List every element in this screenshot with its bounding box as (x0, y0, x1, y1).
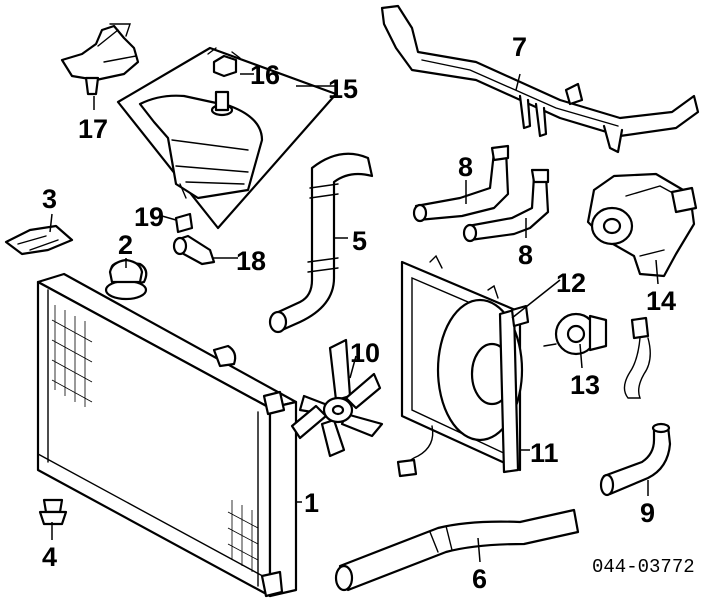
water-bypass-pipe (380, 4, 700, 154)
fan-motor-plug (510, 304, 530, 328)
hose-clip (174, 212, 194, 234)
callout-14: 14 (646, 286, 676, 316)
bypass-hose-upper (412, 144, 510, 223)
callout-5: 5 (352, 226, 367, 256)
reservoir-cap (207, 47, 241, 78)
thermo-switch (543, 312, 651, 399)
callout-4: 4 (42, 542, 57, 572)
overflow-hose (172, 234, 216, 266)
callout-11: 11 (530, 438, 559, 468)
callout-3: 3 (42, 184, 57, 214)
callout-16: 16 (250, 60, 280, 90)
callout-7: 7 (512, 32, 527, 62)
callout-2: 2 (118, 230, 133, 260)
radiator-cap (104, 258, 148, 301)
callout-15: 15 (328, 74, 358, 104)
callout-8-lower: 8 (518, 240, 533, 270)
radiator (36, 260, 298, 598)
mounting-cushion (38, 498, 68, 526)
upper-radiator-hose (268, 152, 374, 334)
callout-8-upper: 8 (458, 152, 473, 182)
callout-10: 10 (350, 338, 380, 368)
fan-shroud (396, 254, 524, 478)
cooling-fan (290, 338, 384, 458)
callout-18: 18 (236, 246, 266, 276)
reservoir-bracket (60, 23, 140, 96)
reservoir-tank (116, 46, 338, 230)
leader-lines (49, 73, 659, 563)
lower-radiator-hose (334, 508, 580, 592)
callout-1: 1 (304, 488, 319, 518)
callout-19: 19 (134, 202, 164, 232)
water-hose (599, 422, 672, 497)
callout-9: 9 (640, 498, 655, 528)
callout-13: 13 (570, 370, 600, 400)
diagram-code: 044-03772 (592, 556, 695, 578)
callout-6: 6 (472, 564, 487, 594)
water-pump (586, 172, 698, 278)
callout-17: 17 (78, 114, 108, 144)
bypass-hose-lower (462, 168, 550, 243)
radiator-bracket (4, 224, 74, 256)
callout-labels: 1 2 3 4 5 6 7 8 8 9 10 11 12 13 14 15 16… (42, 32, 695, 594)
callout-12: 12 (556, 268, 586, 298)
